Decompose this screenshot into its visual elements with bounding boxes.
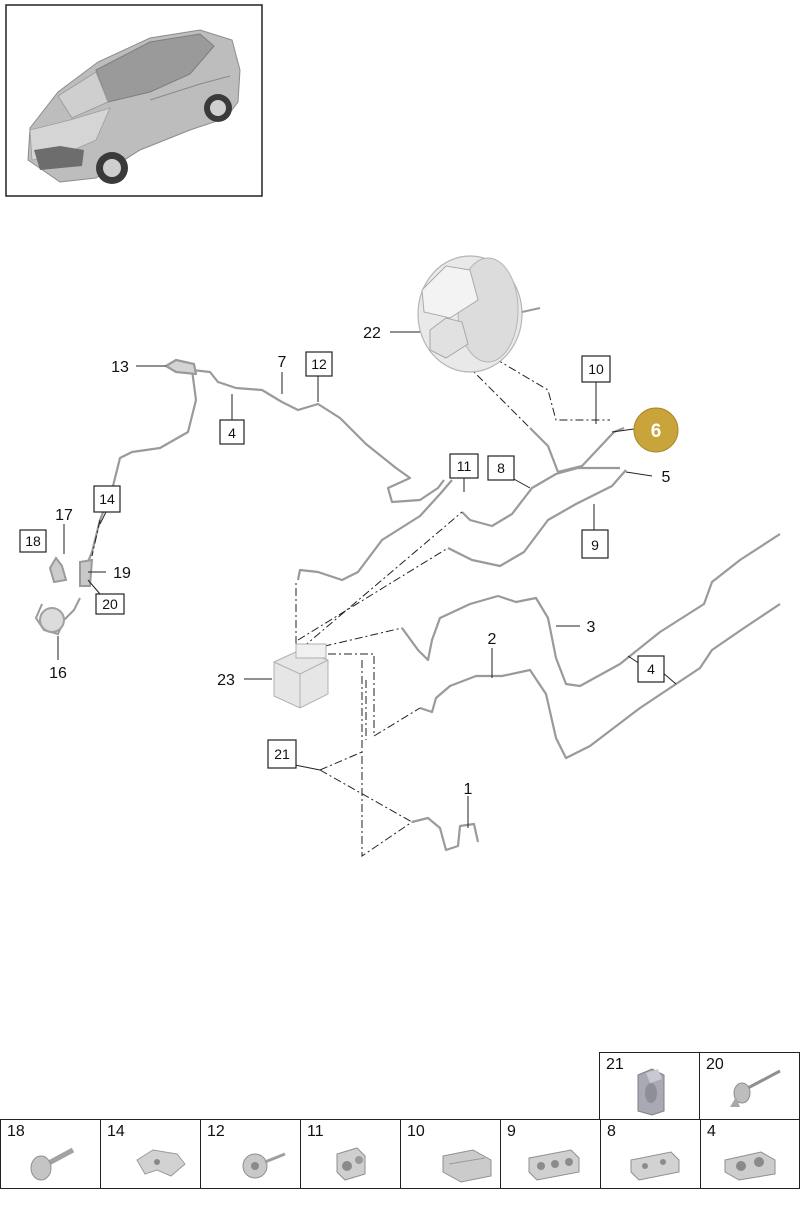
callout-21[interactable]: 21 xyxy=(274,746,290,762)
rivet-icon xyxy=(730,1069,781,1107)
thumb-10[interactable]: 10 xyxy=(400,1119,501,1189)
wheel-sensor-icon xyxy=(34,556,94,636)
thumb-4-label: 4 xyxy=(707,1123,716,1140)
pipe-clip-icon xyxy=(336,1147,366,1181)
boxed-callouts xyxy=(19,351,665,769)
thumb-21[interactable]: 21 xyxy=(599,1052,700,1120)
car-overview-icon xyxy=(27,29,241,184)
brake-pipes xyxy=(82,358,781,852)
callout-7[interactable]: 7 xyxy=(278,354,287,371)
clip-holder-icon xyxy=(637,1068,665,1116)
callout-4-upper[interactable]: 4 xyxy=(228,425,236,441)
abs-unit-icon xyxy=(273,643,329,709)
double-clip-icon xyxy=(630,1151,680,1181)
thumb-9[interactable]: 9 xyxy=(500,1119,601,1189)
thumb-12-label: 12 xyxy=(207,1123,225,1140)
callout-9[interactable]: 9 xyxy=(591,537,599,553)
callout-10[interactable]: 10 xyxy=(588,361,604,377)
callout-2[interactable]: 2 xyxy=(488,631,497,648)
thumb-20[interactable]: 20 xyxy=(699,1052,800,1120)
thumb-11[interactable]: 11 xyxy=(300,1119,401,1189)
thumb-18-label: 18 xyxy=(7,1123,25,1140)
callout-6-highlight[interactable] xyxy=(633,407,679,453)
callout-6[interactable]: 6 xyxy=(651,421,662,442)
thumb-18[interactable]: 18 xyxy=(0,1119,101,1189)
callout-11[interactable]: 11 xyxy=(457,458,472,474)
brake-booster-icon xyxy=(417,255,541,373)
thumb-8[interactable]: 8 xyxy=(600,1119,701,1189)
thumb-4[interactable]: 4 xyxy=(700,1119,800,1189)
leader-lines xyxy=(57,331,677,828)
callout-3[interactable]: 3 xyxy=(587,619,596,636)
callout-12[interactable]: 12 xyxy=(311,356,327,372)
thumb-14[interactable]: 14 xyxy=(100,1119,201,1189)
bracket-icon xyxy=(136,1149,186,1177)
callout-4-lower[interactable]: 4 xyxy=(647,661,655,677)
callout-1[interactable]: 1 xyxy=(464,781,473,798)
callout-19[interactable]: 19 xyxy=(113,565,131,582)
thumb-20-label: 20 xyxy=(706,1056,724,1073)
callout-18[interactable]: 18 xyxy=(25,533,41,549)
callout-5[interactable]: 5 xyxy=(662,469,671,486)
triple-clip-icon xyxy=(528,1149,580,1181)
thumb-11-label: 11 xyxy=(307,1123,324,1140)
retainer-icon xyxy=(442,1149,492,1183)
car-overview xyxy=(5,4,263,197)
callout-13[interactable]: 13 xyxy=(111,359,129,376)
callout-17[interactable]: 17 xyxy=(55,507,73,524)
callout-16[interactable]: 16 xyxy=(49,665,67,682)
thumb-9-label: 9 xyxy=(507,1123,516,1140)
thumb-12[interactable]: 12 xyxy=(200,1119,301,1189)
callout-14[interactable]: 14 xyxy=(99,491,115,507)
callout-23[interactable]: 23 xyxy=(217,672,235,689)
callout-22[interactable]: 22 xyxy=(363,325,381,342)
callout-20[interactable]: 20 xyxy=(102,596,118,612)
clip-icon xyxy=(724,1151,776,1181)
thumb-8-label: 8 xyxy=(607,1123,616,1140)
callout-labels: 1 2 3 4 4 5 6 7 8 9 10 11 12 13 14 16 17… xyxy=(25,325,670,798)
thumb-21-label: 21 xyxy=(606,1056,624,1073)
connector-lines xyxy=(91,325,610,857)
callout-8[interactable]: 8 xyxy=(497,460,505,476)
thumb-14-label: 14 xyxy=(107,1123,125,1140)
bolt-icon xyxy=(30,1147,75,1181)
thumb-10-label: 10 xyxy=(407,1123,425,1140)
multi-clip-icon xyxy=(242,1152,286,1179)
